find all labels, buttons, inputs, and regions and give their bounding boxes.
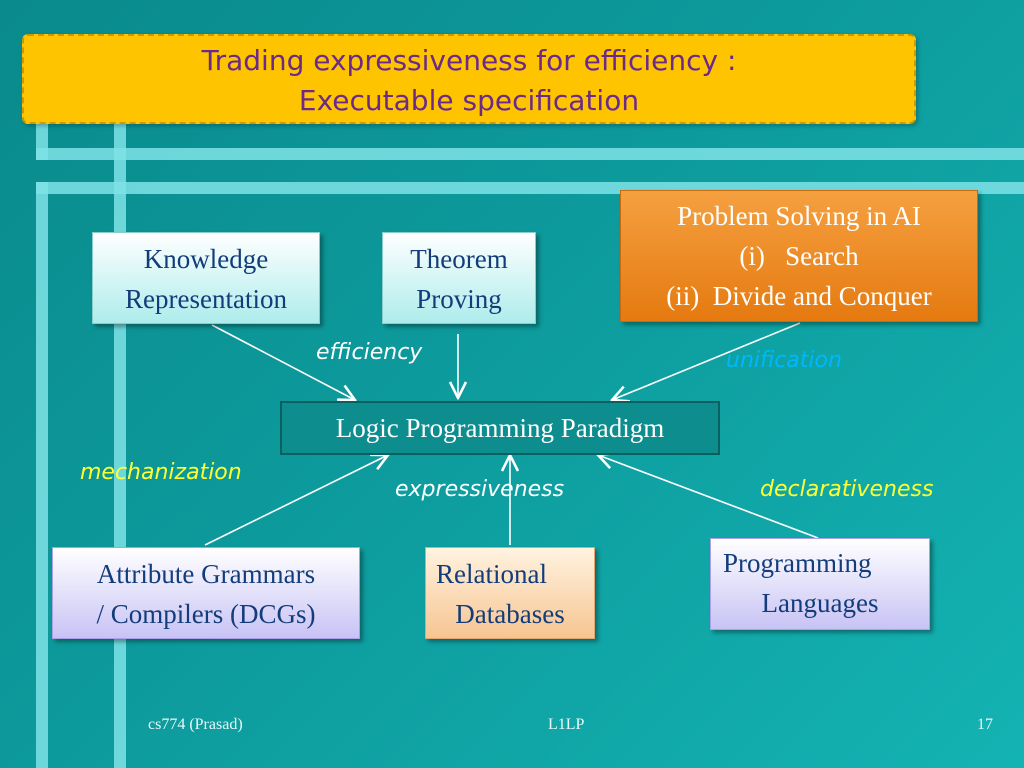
node-programming-languages-line-2: Languages	[761, 588, 879, 618]
frame-line-top-horizontal	[36, 148, 1024, 160]
label-expressiveness: expressiveness	[395, 477, 565, 502]
title-line-2: Executable specification	[298, 84, 640, 117]
node-logic-programming-paradigm: Logic Programming Paradigm	[280, 401, 720, 455]
node-attribute-grammars-line-2: / Compilers (DCGs)	[96, 599, 316, 629]
node-relational-databases: Relational Databases	[425, 547, 595, 639]
node-problem-solving-line-1: Problem Solving in AI	[677, 201, 921, 231]
node-theorem-proving-line-2: Proving	[416, 284, 502, 314]
node-problem-solving-line-3: (ii) Divide and Conquer	[666, 281, 932, 311]
node-theorem-proving-line-1: Theorem	[410, 244, 508, 274]
arrow-languages-to-paradigm	[598, 455, 819, 539]
node-theorem-proving: Theorem Proving	[382, 232, 536, 324]
arrow-problem-solving-to-paradigm	[612, 322, 801, 400]
footer-page-number: 17	[977, 716, 993, 733]
node-programming-languages-line-1: Programming	[723, 548, 872, 578]
node-knowledge-representation-line-2: Representation	[125, 284, 287, 314]
title-line-1: Trading expressiveness for efficiency :	[201, 44, 737, 77]
label-efficiency: efficiency	[316, 340, 423, 365]
label-declarativeness: declarativeness	[760, 477, 934, 502]
node-attribute-grammars: Attribute Grammars / Compilers (DCGs)	[52, 547, 360, 639]
node-attribute-grammars-line-1: Attribute Grammars	[96, 559, 316, 589]
label-unification: unification	[726, 348, 842, 373]
node-relational-databases-line-1: Relational	[436, 559, 547, 589]
node-knowledge-representation: Knowledge Representation	[92, 232, 320, 324]
frame-line-mid-vertical	[36, 182, 48, 768]
node-knowledge-representation-line-1: Knowledge	[143, 244, 269, 274]
node-relational-databases-line-2: Databases	[455, 599, 565, 629]
node-problem-solving-line-2: (i) Search	[739, 241, 859, 271]
node-logic-programming-paradigm-label: Logic Programming Paradigm	[335, 413, 665, 443]
footer-center: L1LP	[548, 716, 585, 733]
footer-left: cs774 (Prasad)	[148, 716, 243, 733]
title-banner: Trading expressiveness for efficiency : …	[22, 34, 916, 124]
arrow-grammars-to-paradigm	[204, 455, 388, 546]
arrow-knowledge-to-paradigm	[211, 324, 355, 400]
node-problem-solving: Problem Solving in AI (i) Search (ii) Di…	[620, 190, 978, 322]
label-mechanization: mechanization	[80, 460, 242, 485]
node-programming-languages: Programming Languages	[710, 538, 930, 630]
